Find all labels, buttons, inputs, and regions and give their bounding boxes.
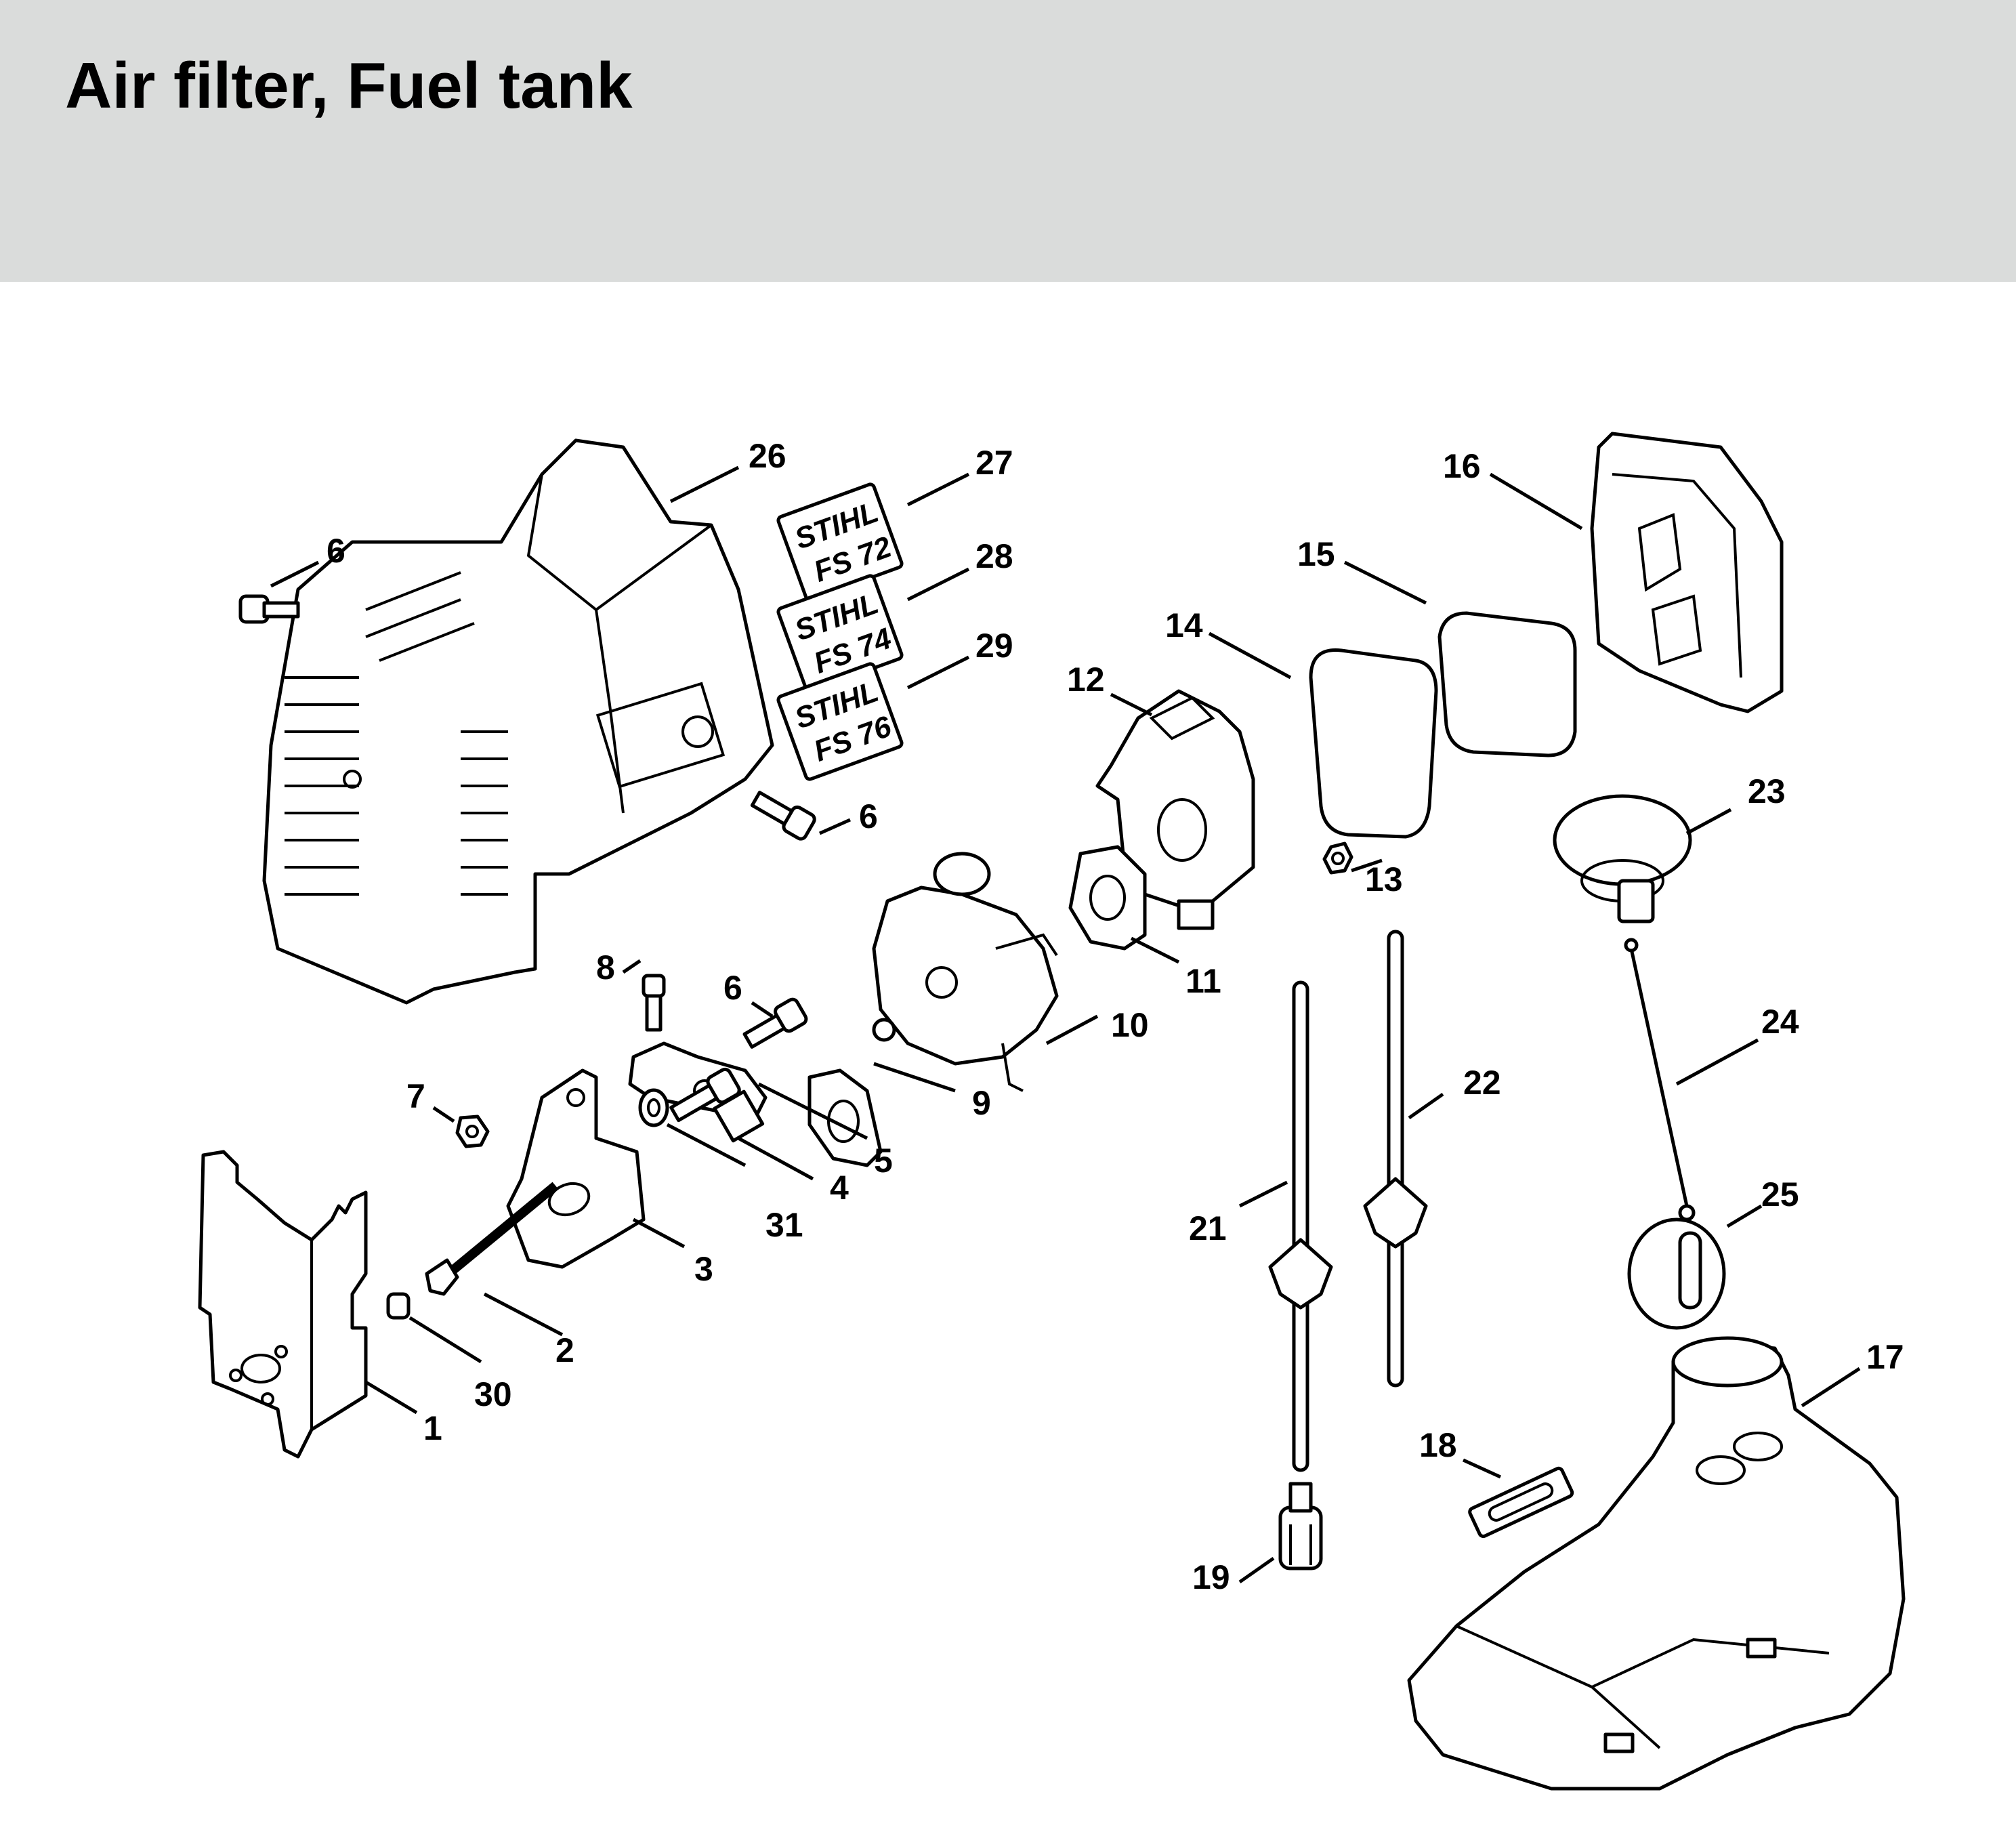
callout-6-low: 6 <box>723 969 774 1018</box>
callout-19: 19 <box>1192 1556 1275 1596</box>
callout-12: 12 <box>1067 661 1153 717</box>
part-spacer-3[interactable] <box>506 1068 646 1269</box>
part-filter-14[interactable] <box>1309 648 1438 839</box>
part-carburetor-10[interactable] <box>872 852 1059 1092</box>
part-filter-15[interactable] <box>1437 611 1577 757</box>
callout-label: 9 <box>972 1084 991 1122</box>
part-gasket-9[interactable] <box>807 1068 883 1167</box>
callout-label: 1 <box>423 1409 442 1447</box>
part-fuel-line-21[interactable] <box>1268 980 1333 1472</box>
callout-label: 22 <box>1463 1064 1501 1102</box>
part-bolt-2[interactable] <box>425 1182 559 1296</box>
part-heat-shield-1[interactable] <box>198 1150 368 1459</box>
part-fuel-filter-19[interactable] <box>1278 1482 1323 1570</box>
callout-label: 6 <box>723 969 742 1007</box>
callout-label: 12 <box>1067 661 1105 699</box>
callout-label: 2 <box>555 1331 574 1369</box>
part-ring-25[interactable] <box>1627 1217 1726 1330</box>
callout-27: 27 <box>906 444 1013 507</box>
part-screw-8[interactable] <box>642 974 666 1032</box>
callout-label: 4 <box>830 1169 849 1207</box>
callout-label: 17 <box>1866 1338 1904 1376</box>
callout-31: 31 <box>666 1123 803 1244</box>
callout-label: 23 <box>1748 772 1786 810</box>
part-screw-6-low[interactable] <box>741 997 808 1052</box>
callout-label: 27 <box>975 444 1013 482</box>
callout-label: 15 <box>1297 535 1335 573</box>
part-washer-31[interactable] <box>638 1088 669 1127</box>
callout-label: 6 <box>859 797 878 835</box>
callout-label: 19 <box>1192 1558 1230 1596</box>
callout-9: 9 <box>873 1062 991 1122</box>
callout-2: 2 <box>483 1292 574 1369</box>
callout-label: 18 <box>1419 1426 1457 1464</box>
callout-21: 21 <box>1189 1180 1288 1247</box>
callout-5: 5 <box>757 1082 893 1180</box>
callout-label: 5 <box>874 1142 893 1180</box>
callout-30: 30 <box>408 1316 512 1413</box>
decal-fs74[interactable]: STIHL FS 74 <box>776 574 904 693</box>
decal-fs76[interactable]: STIHL FS 76 <box>776 662 904 781</box>
callout-8: 8 <box>596 949 642 986</box>
callout-26: 26 <box>669 437 786 503</box>
callout-label: 11 <box>1185 962 1221 1000</box>
callout-17: 17 <box>1801 1338 1904 1408</box>
part-fuel-tank-17[interactable] <box>1407 1336 1906 1791</box>
callout-28: 28 <box>906 537 1013 602</box>
callout-25: 25 <box>1726 1175 1799 1228</box>
part-tank-cap-23[interactable] <box>1553 794 1692 923</box>
part-shroud-26[interactable] <box>262 438 774 1005</box>
callout-15: 15 <box>1297 535 1427 605</box>
callout-label: 10 <box>1111 1006 1149 1044</box>
callout-label: 24 <box>1761 1003 1799 1041</box>
callout-3: 3 <box>632 1217 713 1288</box>
part-fuel-line-22[interactable] <box>1363 930 1428 1388</box>
callout-4: 4 <box>737 1136 849 1207</box>
callout-14: 14 <box>1165 606 1292 680</box>
callout-label: 14 <box>1165 606 1203 644</box>
callout-23: 23 <box>1685 772 1786 835</box>
part-screw-6-mid[interactable] <box>749 787 816 841</box>
part-screw-6-top[interactable] <box>238 594 300 624</box>
callout-6-top: 6 <box>270 532 345 588</box>
callout-7: 7 <box>406 1077 455 1123</box>
callout-16: 16 <box>1443 447 1583 530</box>
header-band: Air filter, Fuel tank <box>0 0 2016 282</box>
callout-label: 13 <box>1365 860 1403 898</box>
part-filter-cover-16[interactable] <box>1590 432 1784 713</box>
callout-label: 28 <box>975 537 1013 575</box>
callout-label: 16 <box>1443 447 1481 485</box>
callout-6-mid: 6 <box>818 797 878 835</box>
part-filter-base-12[interactable] <box>1095 689 1255 930</box>
callout-29: 29 <box>906 627 1013 690</box>
part-gasket-11[interactable] <box>1068 845 1147 951</box>
decal-fs72[interactable]: STIHL FS 72 <box>776 482 904 602</box>
vent-slots-left <box>285 571 508 896</box>
callout-18: 18 <box>1419 1426 1502 1479</box>
page-title: Air filter, Fuel tank <box>65 49 633 122</box>
callout-24: 24 <box>1675 1003 1799 1086</box>
callout-22: 22 <box>1408 1064 1501 1120</box>
callout-label: 31 <box>765 1206 803 1244</box>
callout-1: 1 <box>364 1380 442 1447</box>
callout-label: 30 <box>474 1375 512 1413</box>
part-nut-7[interactable] <box>455 1115 490 1148</box>
callout-label: 25 <box>1761 1175 1799 1213</box>
callout-label: 21 <box>1189 1209 1227 1247</box>
part-nut-30[interactable] <box>386 1292 411 1320</box>
callout-10: 10 <box>1045 1006 1149 1045</box>
callout-label: 6 <box>327 532 345 570</box>
callout-label: 7 <box>406 1077 425 1115</box>
callout-label: 3 <box>694 1250 713 1288</box>
part-screw-4[interactable] <box>668 1067 741 1126</box>
part-nut-13[interactable] <box>1322 841 1353 875</box>
callout-label: 29 <box>975 627 1013 665</box>
callout-11: 11 <box>1130 936 1221 1000</box>
part-grommet-18[interactable] <box>1468 1466 1574 1539</box>
callout-label: 8 <box>596 949 615 986</box>
callout-13: 13 <box>1351 858 1403 898</box>
callout-label: 26 <box>749 437 786 475</box>
